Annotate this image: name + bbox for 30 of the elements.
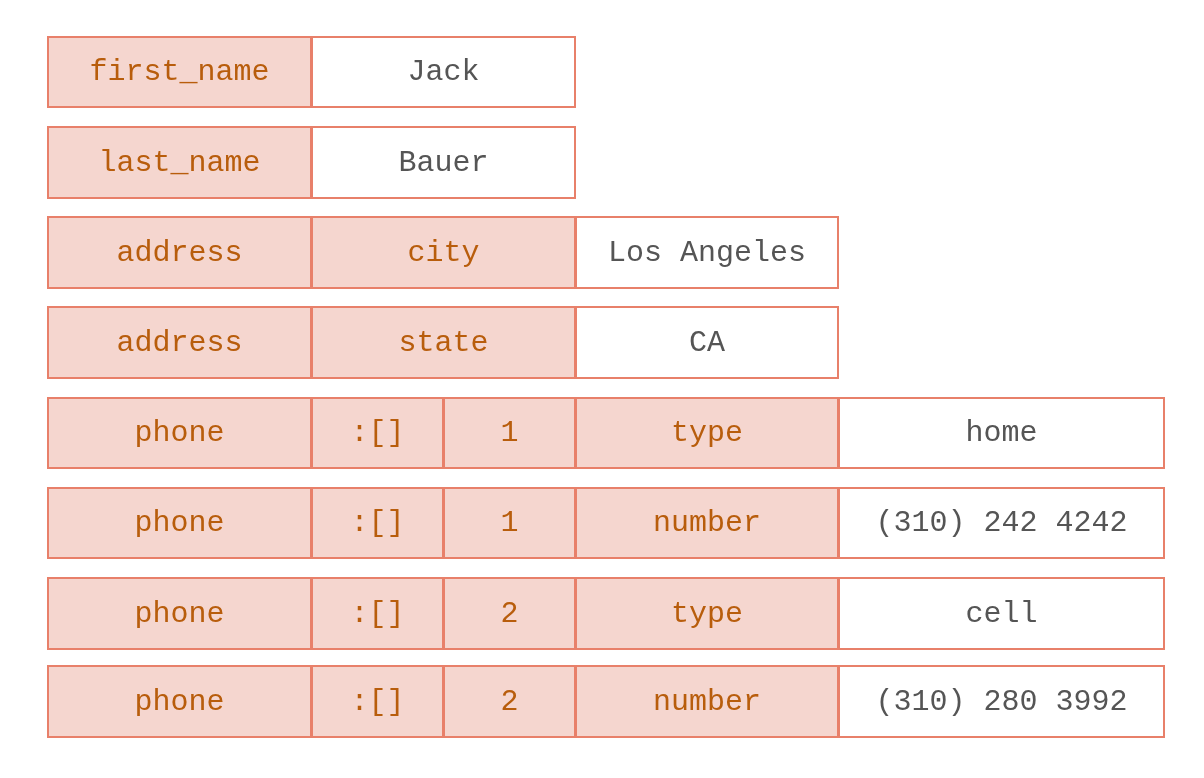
key-cell: phone [47,397,312,469]
key-cell: 2 [443,665,576,738]
key-cell: address [47,306,312,379]
key-cell: 2 [443,577,576,650]
value-cell: Los Angeles [575,216,839,289]
key-cell: city [311,216,576,289]
key-cell: :[] [311,487,444,559]
key-cell: last_name [47,126,312,199]
key-cell: 1 [443,397,576,469]
value-cell: CA [575,306,839,379]
key-cell: :[] [311,397,444,469]
key-cell: type [575,397,839,469]
value-cell: Bauer [311,126,576,199]
value-cell: cell [838,577,1165,650]
value-cell: home [838,397,1165,469]
key-cell: 1 [443,487,576,559]
key-cell: state [311,306,576,379]
key-cell: number [575,665,839,738]
key-cell: number [575,487,839,559]
value-cell: Jack [311,36,576,108]
key-cell: first_name [47,36,312,108]
key-cell: phone [47,577,312,650]
key-cell: phone [47,665,312,738]
key-cell: phone [47,487,312,559]
key-cell: address [47,216,312,289]
value-cell: (310) 242 4242 [838,487,1165,559]
value-cell: (310) 280 3992 [838,665,1165,738]
key-cell: type [575,577,839,650]
key-cell: :[] [311,665,444,738]
key-cell: :[] [311,577,444,650]
